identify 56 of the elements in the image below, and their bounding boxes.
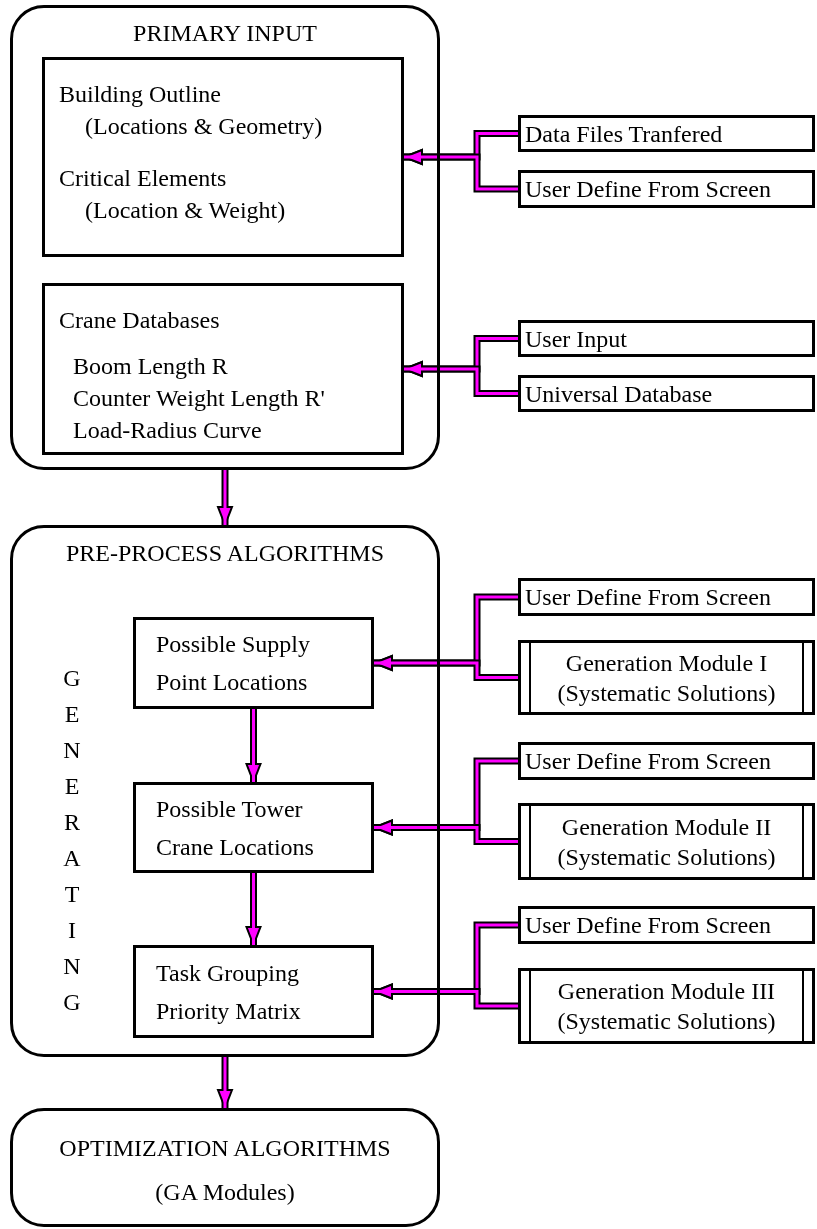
process-box [133,945,374,1038]
item-heading: Critical Elements [59,164,227,193]
input-source-box [518,742,815,780]
module-box [518,803,815,880]
arrow [217,1057,233,1109]
section-heading: OPTIMIZATION ALGORITHMS [59,1134,391,1163]
arrow [403,361,518,397]
item-detail: (Location & Weight) [85,196,286,225]
input-box [42,57,404,257]
process-box [133,782,374,873]
section-heading: PRE-PROCESS ALGORITHMS [65,539,385,568]
arrow [373,983,518,1010]
item-detail: (Locations & Geometry) [85,112,323,141]
input-source-box [518,320,815,357]
input-source-label: User Input [525,324,627,353]
arrow [245,873,262,946]
process-label: Task Grouping Priority Matrix [156,958,302,1026]
arrow [373,819,518,845]
module-label: Generation Module II [561,812,772,842]
module-label: (Systematic Solutions) [557,1007,776,1036]
input-source-label: User Define From Screen [525,911,771,939]
input-source-label: User Define From Screen [525,175,771,203]
module-label: (Systematic Solutions) [557,678,776,708]
vertical-label: GENERATING [63,664,81,1017]
module-label: Generation Module I [565,648,768,678]
input-source-box [518,170,815,208]
module-label: (Systematic Solutions) [557,842,776,872]
input-source-box [518,375,815,412]
module-label: Generation Module III [557,977,776,1006]
section-heading: PRIMARY INPUT [133,19,317,48]
section-panel [10,5,440,470]
module-box [518,640,815,715]
input-source-box [518,115,815,152]
process-box [133,617,374,709]
process-label: Possible Supply Point Locations [156,630,312,697]
section-panel [10,1108,440,1227]
item-heading: Building Outline [59,80,221,109]
arrow [403,149,518,193]
process-label: Possible Tower Crane Locations [156,794,315,862]
item-detail: Counter Weight Length R' [73,384,325,413]
arrow [245,709,262,783]
input-source-box [518,906,815,944]
section-panel [10,525,440,1057]
input-source-label: User Define From Screen [525,747,771,775]
item-heading: Crane Databases [59,306,220,335]
arrow [373,655,518,681]
item-detail: Boom Length R [73,352,228,381]
input-source-label: User Define From Screen [525,583,771,611]
input-source-label: Universal Database [525,379,713,408]
input-box [42,283,404,455]
module-box [518,968,815,1044]
item-detail: Load-Radius Curve [73,416,262,445]
input-source-box [518,578,815,616]
section-subheading: (GA Modules) [155,1178,295,1207]
arrow [217,470,233,526]
input-source-label: Data Files Tranfered [525,119,723,148]
